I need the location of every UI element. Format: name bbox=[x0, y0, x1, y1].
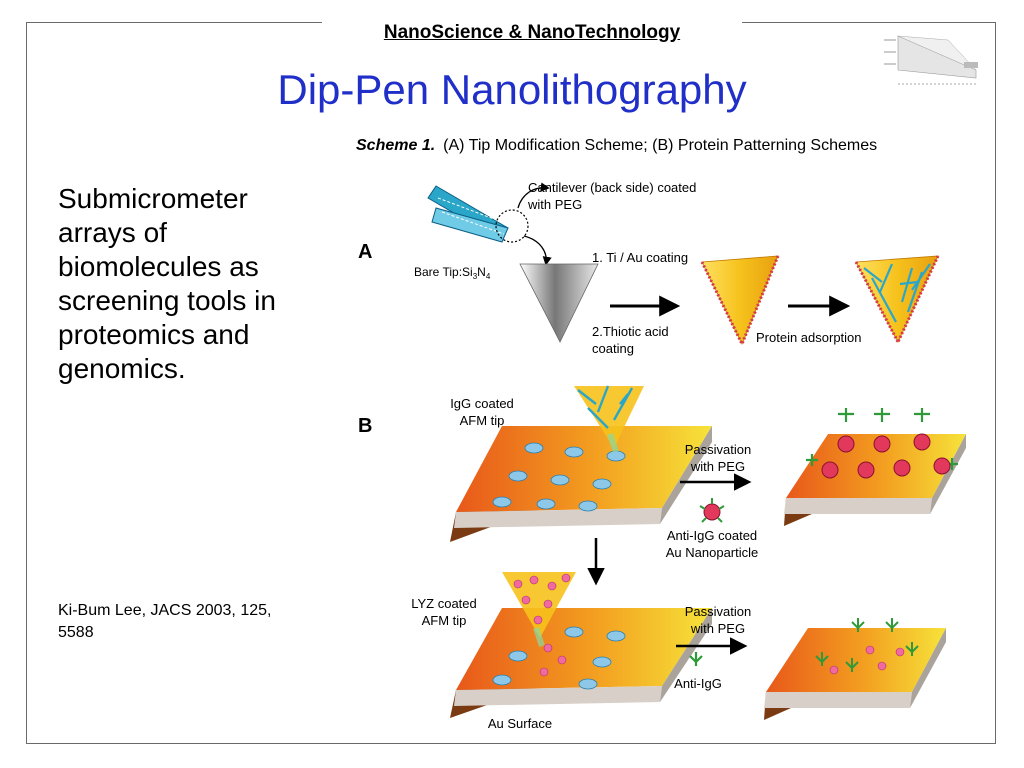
passivation2-label-2: with PEG bbox=[690, 621, 745, 636]
passivation2-label-1: Passivation bbox=[685, 604, 751, 619]
passivation-label-1: Passivation bbox=[685, 442, 751, 457]
au-surface-label: Au Surface bbox=[488, 716, 552, 731]
igg-tip-label-1: IgG coated bbox=[450, 396, 514, 411]
bare-tip-cone bbox=[519, 263, 599, 343]
au-surface-nanoparticles bbox=[784, 408, 966, 526]
lyz-coated-tip bbox=[502, 572, 576, 647]
protein-coated-tip bbox=[854, 255, 940, 343]
zoom-arrow bbox=[523, 235, 552, 266]
step1-label: 1. Ti / Au coating bbox=[592, 250, 688, 265]
cantilever bbox=[427, 185, 509, 243]
caption-label: Scheme 1. bbox=[356, 137, 436, 154]
anti-igg-label: Anti-IgG bbox=[674, 676, 722, 691]
body-text: Submicrometer arrays of biomolecules as … bbox=[58, 183, 276, 384]
header-label: NanoScience & NanoTechnology bbox=[322, 22, 742, 44]
lyz-tip-label-2: AFM tip bbox=[422, 613, 467, 628]
anti-igg-np-label-1: Anti-IgG coated bbox=[667, 528, 757, 543]
igg-tip-label-2: AFM tip bbox=[460, 413, 505, 428]
tip-highlight-circle bbox=[495, 209, 529, 243]
cantilever-label-1: Cantilever (back side) coated bbox=[528, 180, 696, 195]
panel-a-letter: A bbox=[358, 241, 372, 263]
au-surface-lyz bbox=[450, 608, 712, 718]
scheme-caption: Scheme 1. (A) Tip Modification Scheme; (B… bbox=[356, 136, 966, 155]
citation: Ki-Bum Lee, JACS 2003, 125, 5588 bbox=[58, 602, 272, 641]
igg-coated-tip bbox=[574, 385, 644, 453]
lyz-tip-label-1: LYZ coated bbox=[411, 596, 477, 611]
step3-label: Protein adsorption bbox=[756, 330, 862, 345]
panel-b-letter: B bbox=[358, 415, 372, 437]
cantilever-pointer-arrow bbox=[517, 182, 550, 209]
corner-logo bbox=[878, 26, 984, 92]
gold-coated-tip bbox=[700, 255, 780, 345]
caption-text: (A) Tip Modification Scheme; (B) Protein… bbox=[443, 137, 878, 154]
step2-label-1: 2.Thiotic acid bbox=[592, 324, 669, 339]
scheme-figure: A Cantilever (back side) coated with PEG… bbox=[358, 180, 966, 731]
slide-title: Dip-Pen Nanolithography bbox=[277, 66, 747, 113]
au-surface-final bbox=[764, 618, 946, 720]
bare-tip-label: Bare Tip:Si3N4 bbox=[414, 265, 491, 281]
cantilever-label-2: with PEG bbox=[527, 197, 582, 212]
passivation-label-2: with PEG bbox=[690, 459, 745, 474]
step2-label-2: coating bbox=[592, 341, 634, 356]
anti-igg-icon bbox=[689, 652, 703, 666]
au-surface-igg bbox=[450, 426, 712, 542]
anti-igg-np-label-2: Au Nanoparticle bbox=[666, 545, 759, 560]
anti-igg-nanoparticle-icon bbox=[699, 498, 725, 523]
